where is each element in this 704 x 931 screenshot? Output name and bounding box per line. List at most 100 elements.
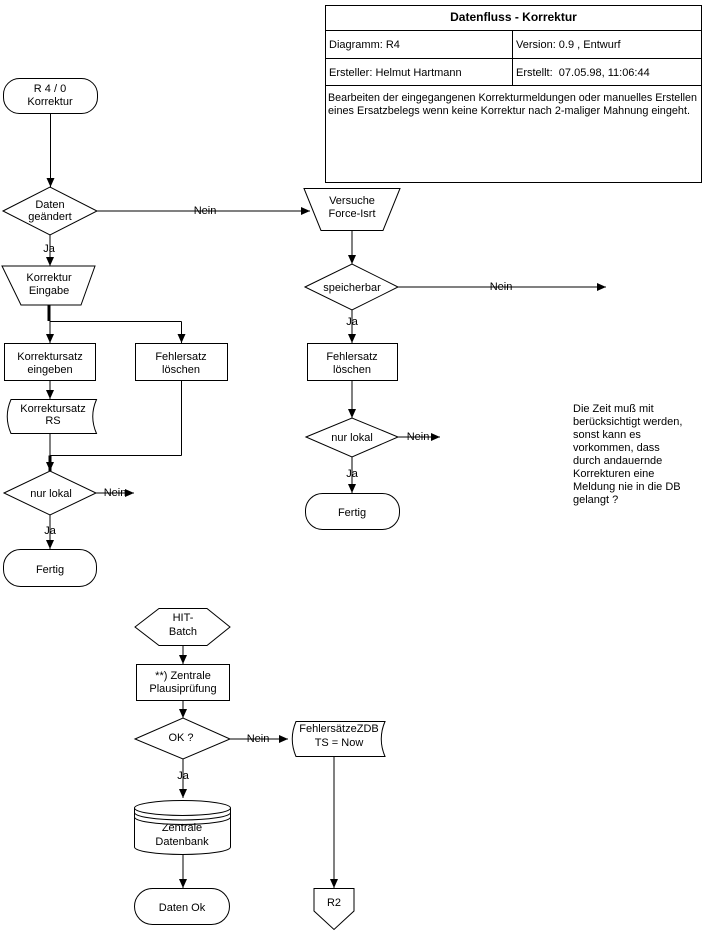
korrektur-eingabe-label: Eingabe <box>29 285 69 297</box>
hit-batch-label: HIT- <box>173 612 194 624</box>
ok-decision <box>133 717 232 760</box>
zentrale-datenbank-cylinder-top <box>134 800 231 816</box>
diagram-title: Datenfluss - Korrektur <box>450 10 577 24</box>
korrektursatz-rs-stored-data <box>6 399 98 434</box>
node-r2: R2 <box>313 888 355 931</box>
node-fehlersatz-loeschen-links: Fehlersatz löschen <box>135 343 228 381</box>
versuche-force-manual-operation <box>303 188 401 231</box>
title-block: Datenfluss - Korrektur Diagramm: R4 Vers… <box>325 5 702 183</box>
node-start: R 4 / 0 Korrektur <box>3 78 98 114</box>
ja-label: Ja <box>43 243 56 255</box>
node-korrektursatz-eingeben: Korrektursatz eingeben <box>4 343 96 381</box>
nein-label: Nein <box>247 733 270 745</box>
fehlersatz-loeschen-links-label: Fehlersatz <box>155 351 206 363</box>
r2-label: R2 <box>327 897 341 909</box>
versuche-force-label: Versuche <box>329 195 375 207</box>
zentrale-datenbank-label: Datenbank <box>155 836 209 848</box>
diagram-description-line1: Bearbeiten der eingegangenen Korrekturme… <box>328 92 697 104</box>
title-block-frame <box>325 5 702 183</box>
daten-geaendert-decision <box>1 186 99 236</box>
speicherbar-decision <box>303 263 400 311</box>
fehlersatz-loeschen-links-label: löschen <box>162 364 200 376</box>
daten-geaendert-label: Daten <box>35 199 64 211</box>
node-fehlersatz-loeschen-rechts: Fehlersatz löschen <box>307 343 398 381</box>
node-fehlersaetze-zdb: FehlersätzeZDB TS = Now <box>291 721 386 757</box>
node-korrektur-eingabe: Korrektur Eingabe <box>1 265 96 306</box>
ok-label: OK ? <box>168 732 193 744</box>
ja-label: Ja <box>177 770 190 782</box>
fertig-links-terminator <box>3 549 97 587</box>
start-label: Korrektur <box>27 96 73 108</box>
node-hit-batch: HIT- Batch <box>134 608 231 646</box>
zentrale-datenbank-label: Zentrale <box>162 822 202 834</box>
node-speicherbar: speicherbar <box>303 263 400 311</box>
fehlersatz-loeschen-rechts-label: löschen <box>333 364 371 376</box>
korrektur-eingabe-label: Korrektur <box>26 272 72 284</box>
daten-geaendert-label: geändert <box>28 211 71 223</box>
annotation-line: berücksichtigt werden, <box>573 416 682 428</box>
r2-offpage-connector <box>313 888 355 931</box>
fertig-links-label: Fertig <box>36 564 64 576</box>
node-daten-geaendert: Daten geändert <box>1 186 99 236</box>
annotation-line: Meldung nie in die DB <box>573 481 681 493</box>
diagram-author: Ersteller: Helmut Hartmann <box>329 67 462 79</box>
annotation-line: Die Zeit muß mit <box>573 403 654 415</box>
nur-lokal-rechts-decision <box>304 417 400 458</box>
zentrale-plausipruefung-label: Plausiprüfung <box>149 683 216 695</box>
nein-label: Nein <box>490 281 513 293</box>
korrektursatz-eingeben-label: Korrektursatz <box>17 351 82 363</box>
hit-batch-preparation <box>134 608 231 646</box>
ja-label: Ja <box>346 316 359 328</box>
nein-label: Nein <box>104 487 127 499</box>
fehlersatz-loeschen-rechts-process <box>307 343 398 381</box>
zentrale-datenbank-cylinder-ring <box>134 816 231 825</box>
nur-lokal-rechts-label: nur lokal <box>331 432 373 444</box>
annotation-line: vorkommen, dass <box>573 442 660 454</box>
nein-label: Nein <box>407 431 430 443</box>
daten-ok-label: Daten Ok <box>159 902 206 914</box>
node-fertig-rechts: Fertig <box>305 493 400 530</box>
fehlersaetze-zdb-stored-data <box>291 721 386 757</box>
versuche-force-label: Force-Isrt <box>328 208 375 220</box>
annotation-line: Korrekturen eine <box>573 468 654 480</box>
zentrale-datenbank-cylinder <box>134 808 231 855</box>
ja-label: Ja <box>44 525 57 537</box>
node-nur-lokal-links: nur lokal <box>2 470 98 516</box>
korrektursatz-rs-label: Korrektursatz <box>20 403 85 415</box>
zentrale-plausipruefung-process <box>136 664 230 701</box>
annotation-note: Die Zeit muß mit berücksichtigt werden, … <box>573 403 682 506</box>
fertig-rechts-label: Fertig <box>338 507 366 519</box>
annotation-line: sonst kann es <box>573 429 641 441</box>
node-nur-lokal-rechts: nur lokal <box>304 417 400 458</box>
diagram-id: Diagramm: R4 <box>329 39 400 51</box>
node-versuche-force: Versuche Force-Isrt <box>303 188 401 231</box>
annotation-line: durch andauernde <box>573 455 662 467</box>
speicherbar-label: speicherbar <box>323 282 381 294</box>
fertig-rechts-terminator <box>305 493 400 530</box>
korrektursatz-rs-label: RS <box>45 415 60 427</box>
fehlersaetze-zdb-label: FehlersätzeZDB <box>299 723 378 735</box>
fehlersatz-loeschen-links-process <box>135 343 228 381</box>
annotation-line: gelangt ? <box>573 494 618 506</box>
daten-ok-terminator <box>134 888 230 925</box>
node-zentrale-datenbank: Zentrale Datenbank <box>134 800 231 855</box>
nein-label: Nein <box>194 205 217 217</box>
node-korrektursatz-rs: Korrektursatz RS <box>6 399 98 434</box>
fehlersatz-loeschen-rechts-label: Fehlersatz <box>326 351 377 363</box>
edges <box>46 113 606 888</box>
ja-label: Ja <box>346 468 359 480</box>
fehlersaetze-zdb-label: TS = Now <box>315 737 364 749</box>
diagram-version: Version: 0.9 , Entwurf <box>516 39 621 51</box>
node-fertig-links: Fertig <box>3 549 97 587</box>
diagram-created: Erstellt: 07.05.98, 11:06:44 <box>516 67 650 79</box>
start-label: R 4 / 0 <box>34 83 66 95</box>
nur-lokal-links-label: nur lokal <box>30 488 72 500</box>
start-terminator <box>3 78 98 114</box>
hit-batch-label: Batch <box>169 626 197 638</box>
nur-lokal-links-decision <box>2 470 98 516</box>
zentrale-plausipruefung-label: **) Zentrale <box>155 670 211 682</box>
korrektursatz-eingeben-process <box>4 343 96 381</box>
diagram-description-line2: eines Ersatzbelegs wenn keine Korrektur … <box>328 105 690 117</box>
